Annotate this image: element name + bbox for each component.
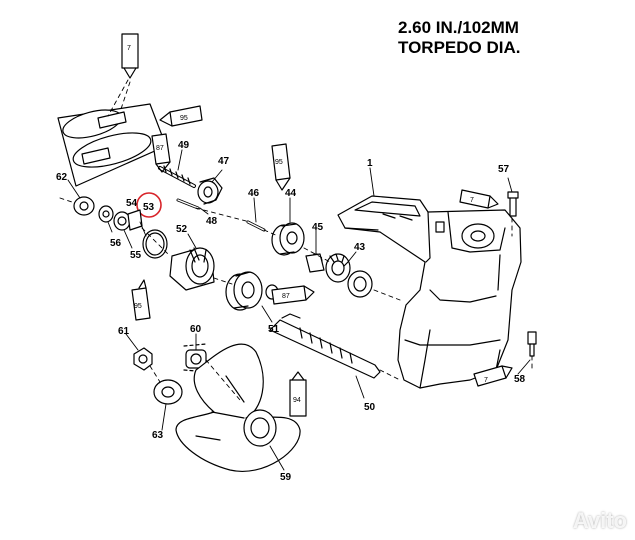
detail-inset bbox=[57, 103, 167, 187]
tube-label-95-inset: 95 bbox=[180, 115, 188, 122]
tube-label-7-right: 7 bbox=[470, 197, 474, 204]
avito-watermark: Avito bbox=[572, 508, 627, 533]
tube-label-7-top: 7 bbox=[127, 45, 131, 52]
tube-7-top bbox=[121, 33, 139, 79]
callout-53: 53 bbox=[143, 202, 155, 213]
shift-shaft-parts bbox=[158, 165, 223, 210]
o-ring bbox=[142, 229, 168, 259]
tube-label-94: 94 bbox=[293, 397, 301, 404]
callout-58: 58 bbox=[514, 374, 526, 385]
callout-51: 51 bbox=[268, 324, 280, 335]
diagram-title-line-2: TORPEDO DIA. bbox=[398, 38, 521, 57]
callout-45: 45 bbox=[312, 222, 324, 233]
tube-7-right bbox=[459, 189, 499, 209]
tube-95-upper bbox=[271, 143, 291, 191]
diagram-title-line-1: 2.60 IN./102MM bbox=[398, 18, 519, 37]
callout-48: 48 bbox=[206, 216, 218, 227]
highlight-circle-53 bbox=[136, 192, 162, 218]
mounting-bolt-bottom bbox=[527, 331, 537, 357]
washer-stack bbox=[73, 196, 143, 231]
callout-43: 43 bbox=[354, 242, 366, 253]
callout-49: 49 bbox=[178, 140, 190, 151]
forward-gear-assembly bbox=[246, 220, 373, 298]
callout-47: 47 bbox=[218, 156, 230, 167]
tube-7-bottom bbox=[473, 365, 513, 387]
propeller-shaft bbox=[269, 313, 381, 379]
tube-87-left bbox=[151, 133, 171, 173]
callout-54: 54 bbox=[126, 198, 138, 209]
propeller-nut bbox=[133, 347, 153, 371]
tube-label-7-bottom: 7 bbox=[484, 377, 488, 384]
leader-lines bbox=[67, 149, 531, 471]
callout-62: 62 bbox=[56, 172, 68, 183]
callout-60: 60 bbox=[190, 324, 202, 335]
assembly-axis-lines bbox=[59, 79, 533, 401]
callout-52: 52 bbox=[176, 224, 188, 235]
callout-57: 57 bbox=[498, 164, 510, 175]
mounting-bolt-top bbox=[507, 191, 519, 217]
callout-46: 46 bbox=[248, 188, 260, 199]
callout-56: 56 bbox=[110, 238, 122, 249]
bearing-carrier bbox=[169, 247, 215, 291]
callout-59: 59 bbox=[280, 472, 292, 483]
callout-63: 63 bbox=[152, 430, 164, 441]
reverse-gear bbox=[225, 271, 279, 311]
tube-label-87-right: 87 bbox=[282, 293, 290, 300]
tube-label-87-left: 87 bbox=[156, 145, 164, 152]
tube-label-95-lower: 95 bbox=[134, 303, 142, 310]
callout-44: 44 bbox=[285, 188, 297, 199]
callout-55: 55 bbox=[130, 250, 142, 261]
gearcase-housing bbox=[337, 195, 522, 389]
tube-94 bbox=[289, 371, 307, 417]
tube-95-inset bbox=[159, 105, 203, 127]
propeller bbox=[153, 343, 301, 472]
callout-50: 50 bbox=[364, 402, 376, 413]
tube-95-lower bbox=[131, 279, 151, 321]
tube-87-right bbox=[271, 285, 315, 305]
tube-label-95-upper: 95 bbox=[275, 159, 283, 166]
callout-1: 1 bbox=[367, 158, 373, 169]
callout-61: 61 bbox=[118, 326, 130, 337]
